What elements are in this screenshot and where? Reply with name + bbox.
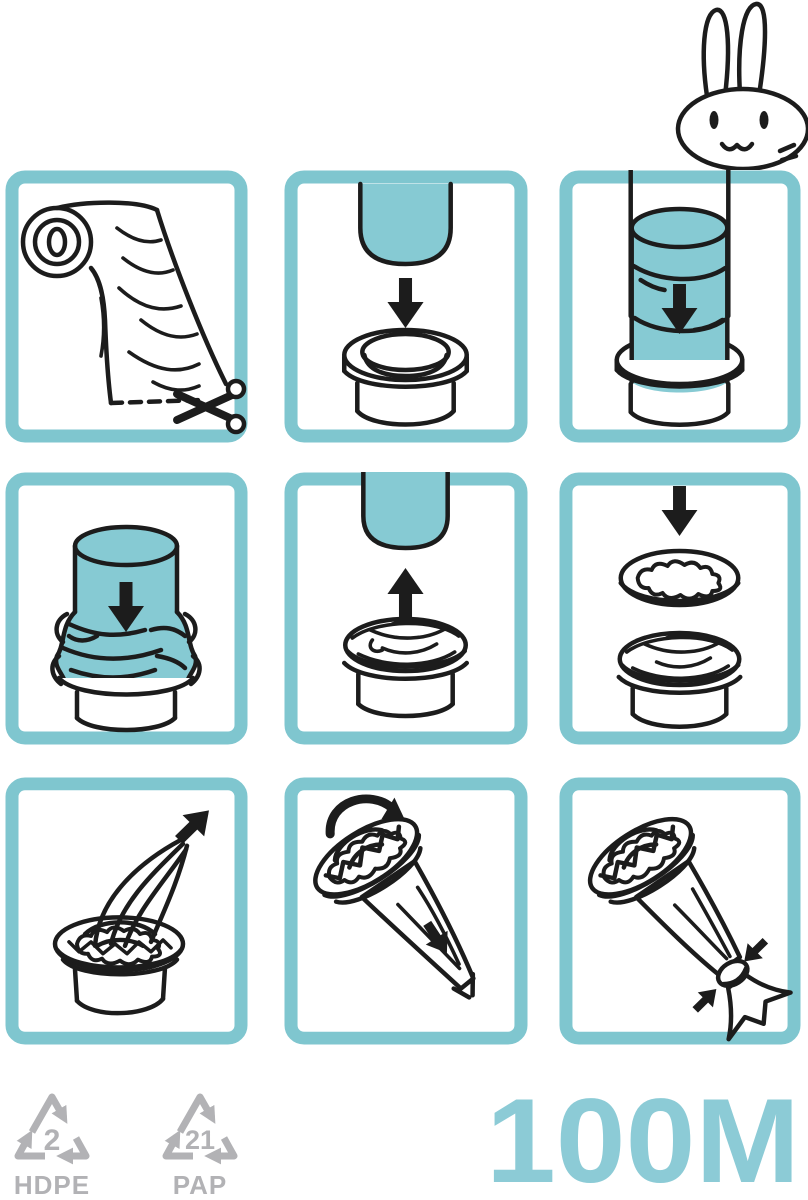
step-9-panel <box>559 777 801 1045</box>
recycle-material-label: HDPE <box>13 1170 91 1200</box>
length-text: 100M <box>486 1088 800 1192</box>
recycle-material-label: PAP <box>172 1170 228 1200</box>
step-8-panel <box>284 777 528 1045</box>
roll-length-label: 100M <box>486 1088 800 1192</box>
recycle-triangle-icon: 2 <box>14 1093 90 1165</box>
step-2-panel <box>284 170 528 443</box>
lift-core-out-of-ring-icon <box>284 472 528 745</box>
step-1-panel <box>5 170 248 443</box>
cut-roll-with-scissors-icon <box>5 170 248 443</box>
place-lid-onto-ring-icon <box>559 472 801 745</box>
recycle-mark-pap: 21 PAP <box>154 1086 246 1198</box>
tie-knot-in-bag-end-icon <box>559 777 801 1045</box>
pull-film-tail-up-icon <box>5 777 248 1045</box>
step-7-panel <box>5 777 248 1045</box>
pull-bag-down-through-ring-icon <box>284 777 528 1045</box>
step-5-panel <box>284 472 528 745</box>
scissors-icon <box>173 378 247 435</box>
step-3-panel <box>559 170 801 443</box>
bunny-face-icon <box>675 1 808 170</box>
recycle-triangle-icon: 21 <box>162 1093 238 1165</box>
recycle-code: 2 <box>44 1124 61 1157</box>
curved-arrow-head <box>381 797 406 822</box>
recycle-mark-hdpe: 2 HDPE <box>6 1086 98 1198</box>
push-film-roll-into-ring-icon <box>559 170 801 443</box>
step-4-panel <box>5 472 248 745</box>
step-6-panel <box>559 472 801 745</box>
lower-film-roll-toward-ring-icon <box>284 170 528 443</box>
recycle-code: 21 <box>185 1125 215 1155</box>
press-film-down-into-ring-icon <box>5 472 248 745</box>
recycling-marks: 2 HDPE 21 PAP <box>6 1086 246 1198</box>
